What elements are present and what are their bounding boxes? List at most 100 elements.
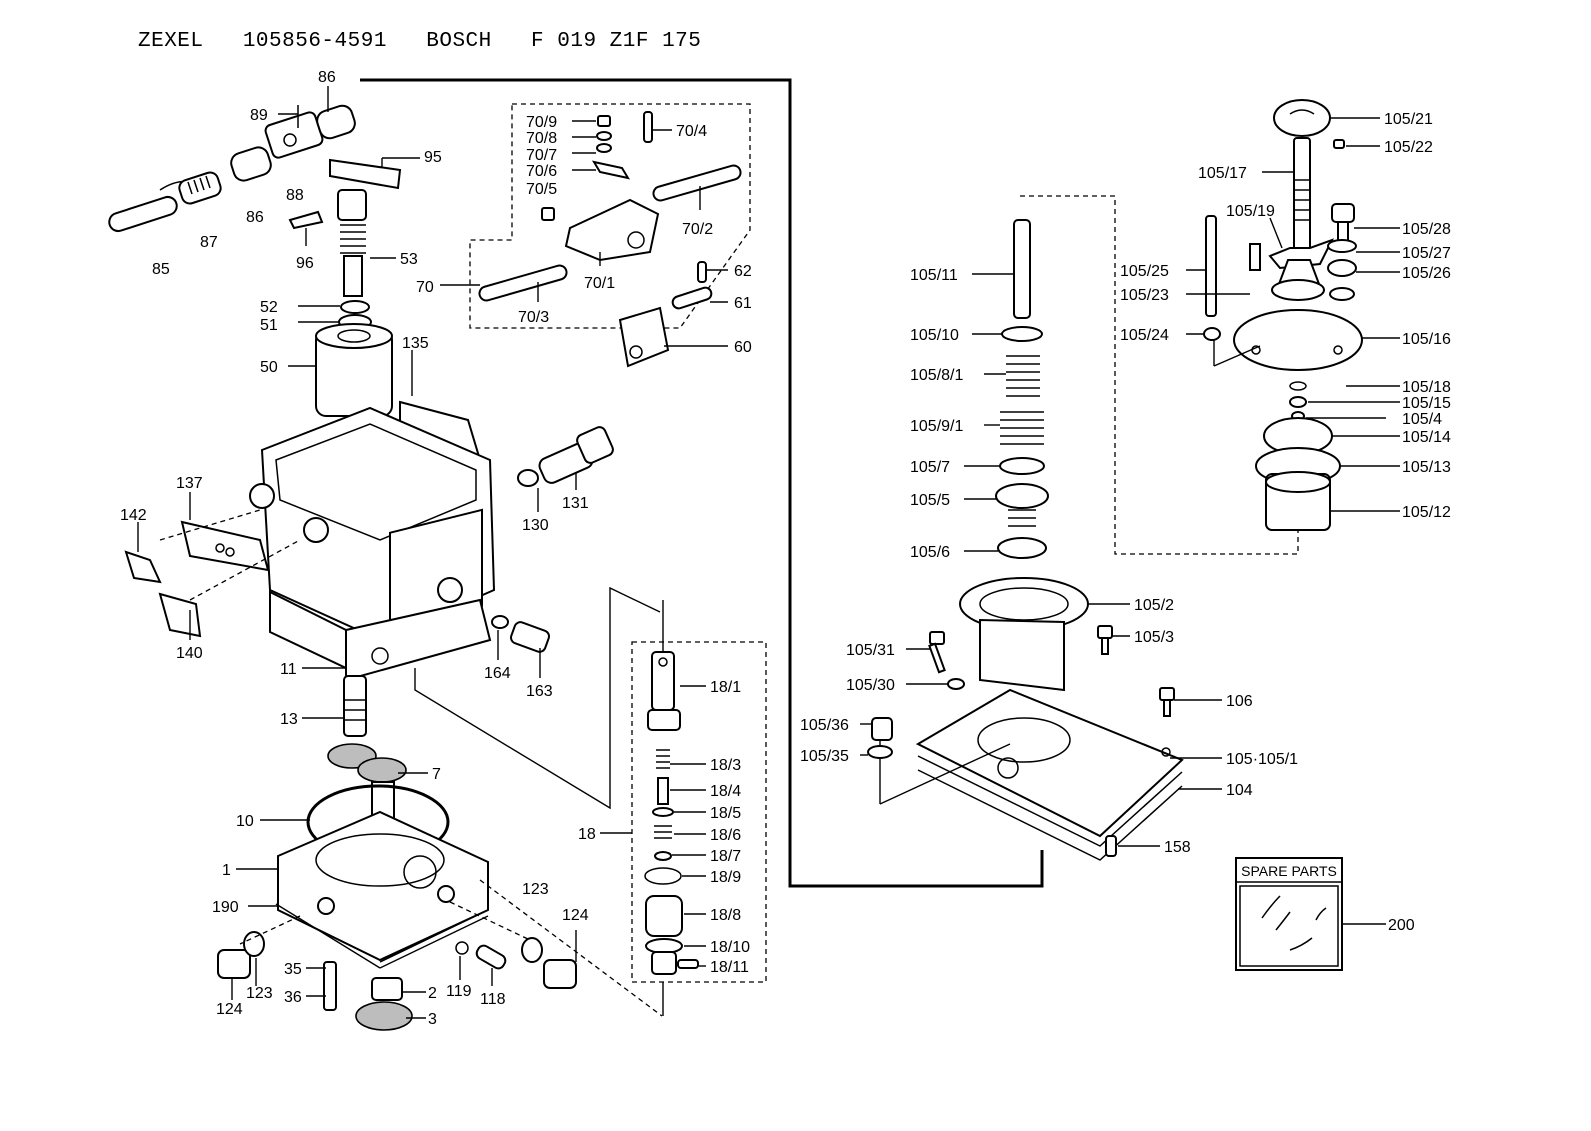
- pump-base-group: [217, 675, 663, 1031]
- part-label: 105/30: [846, 677, 895, 694]
- part-label: 123: [246, 985, 273, 1002]
- part-labels: 86 89 88 86 87 85 95 96 53 52 51 50 135 …: [120, 69, 1451, 1028]
- part-label: 105/6: [910, 544, 950, 561]
- part-label: 123: [522, 881, 549, 898]
- part-label: 105/36: [800, 717, 849, 734]
- part-label: 190: [212, 899, 239, 916]
- part-label: 130: [522, 517, 549, 534]
- part-label: 119: [446, 983, 472, 1000]
- part-label: 118: [480, 991, 506, 1008]
- part-label: 60: [734, 339, 752, 356]
- part-label: 106: [1226, 693, 1253, 710]
- part-label: 105/5: [910, 492, 950, 509]
- part-label: 18/8: [710, 907, 741, 924]
- part-label: 51: [260, 317, 278, 334]
- left-cover-parts: [124, 509, 301, 638]
- part-label: 140: [176, 645, 203, 662]
- part-label: 18/7: [710, 848, 741, 865]
- part-label: 124: [562, 907, 589, 924]
- spare-parts-heading: SPARE PARTS: [1241, 863, 1337, 879]
- part-label: 105/16: [1402, 331, 1451, 348]
- leader-lines: [137, 86, 1400, 1019]
- part-label: 89: [250, 107, 268, 124]
- part-label: 105/18: [1402, 379, 1451, 396]
- part-label: 105/23: [1120, 287, 1169, 304]
- part-label: 18/4: [710, 783, 741, 800]
- part-label: 18: [578, 826, 596, 843]
- part-label: 105/11: [910, 267, 958, 284]
- part-label: 86: [246, 209, 264, 226]
- part-label: 164: [484, 665, 511, 682]
- part-label: 105/14: [1402, 429, 1451, 446]
- part-label: 142: [120, 507, 147, 524]
- part-label: 200: [1388, 917, 1415, 934]
- part-label: 105/10: [910, 327, 959, 344]
- part-label: 70/3: [518, 309, 549, 326]
- part-label: 70/6: [526, 163, 557, 180]
- part-label: 11: [280, 661, 297, 678]
- part-label: 137: [176, 475, 203, 492]
- part-label: 105/17: [1198, 165, 1247, 182]
- governor-housing: [249, 323, 496, 682]
- spare-parts-box: SPARE PARTS: [1235, 857, 1343, 971]
- group-105-stack: [867, 219, 1184, 861]
- part-label: 86: [318, 69, 336, 86]
- part-label: 10: [236, 813, 254, 830]
- part-label: 105/3: [1134, 629, 1174, 646]
- assembly-connection-lines: [360, 78, 1299, 888]
- part-label: 70: [416, 279, 434, 296]
- plug-131: [491, 426, 614, 653]
- part-label: 104: [1226, 782, 1253, 799]
- part-label: 13: [280, 711, 298, 728]
- part-label: 105/24: [1120, 327, 1169, 344]
- part-label: 105·105/1: [1226, 751, 1298, 768]
- part-label: 105/31: [846, 642, 895, 659]
- part-label: 70/8: [526, 130, 557, 147]
- part-label: 70/9: [526, 114, 557, 131]
- part-label: 70/5: [526, 181, 557, 198]
- page-title: ZEXEL 105856-4591 BOSCH F 019 Z1F 175: [138, 30, 702, 53]
- part-label: 105/19: [1226, 203, 1275, 220]
- part-label: 105/4: [1402, 411, 1442, 428]
- part-label: 88: [286, 187, 304, 204]
- part-label: 18/11: [710, 959, 749, 976]
- group-70-box: [469, 103, 751, 368]
- part-label: 105/7: [910, 459, 950, 476]
- group-105-top-right: [1203, 99, 1363, 531]
- part-label: 105/26: [1402, 265, 1451, 282]
- part-label: 85: [152, 261, 170, 278]
- part-label: 70/1: [584, 275, 615, 292]
- part-label: 18/10: [710, 939, 750, 956]
- part-label: 105/12: [1402, 504, 1451, 521]
- part-label: 105/28: [1402, 221, 1451, 238]
- part-label: 18/1: [710, 679, 741, 696]
- part-label: 61: [734, 295, 752, 312]
- part-label: 96: [296, 255, 314, 272]
- part-label: 50: [260, 359, 278, 376]
- part-label: 35: [284, 961, 302, 978]
- part-label: 18/6: [710, 827, 741, 844]
- part-label: 105/8/1: [910, 367, 963, 384]
- part-label: 70/7: [526, 147, 557, 164]
- part-label: 105/35: [800, 748, 849, 765]
- part-label: 53: [400, 251, 418, 268]
- part-label: 105/2: [1134, 597, 1174, 614]
- part-label: 105/15: [1402, 395, 1451, 412]
- part-label: 18/9: [710, 869, 741, 886]
- part-label: 105/21: [1384, 111, 1433, 128]
- part-label: 52: [260, 299, 278, 316]
- part-label: 131: [562, 495, 589, 512]
- part-label: 36: [284, 989, 302, 1006]
- part-label: 2: [428, 985, 437, 1002]
- part-label: 18/3: [710, 757, 741, 774]
- governor-linkage-group: [108, 104, 402, 330]
- part-label: 105/9/1: [910, 418, 963, 435]
- part-label: 3: [428, 1011, 437, 1028]
- part-label: 95: [424, 149, 442, 166]
- group-18-box: [631, 600, 767, 1016]
- part-label: 124: [216, 1001, 243, 1018]
- part-label: 163: [526, 683, 553, 700]
- part-label: 135: [402, 335, 429, 352]
